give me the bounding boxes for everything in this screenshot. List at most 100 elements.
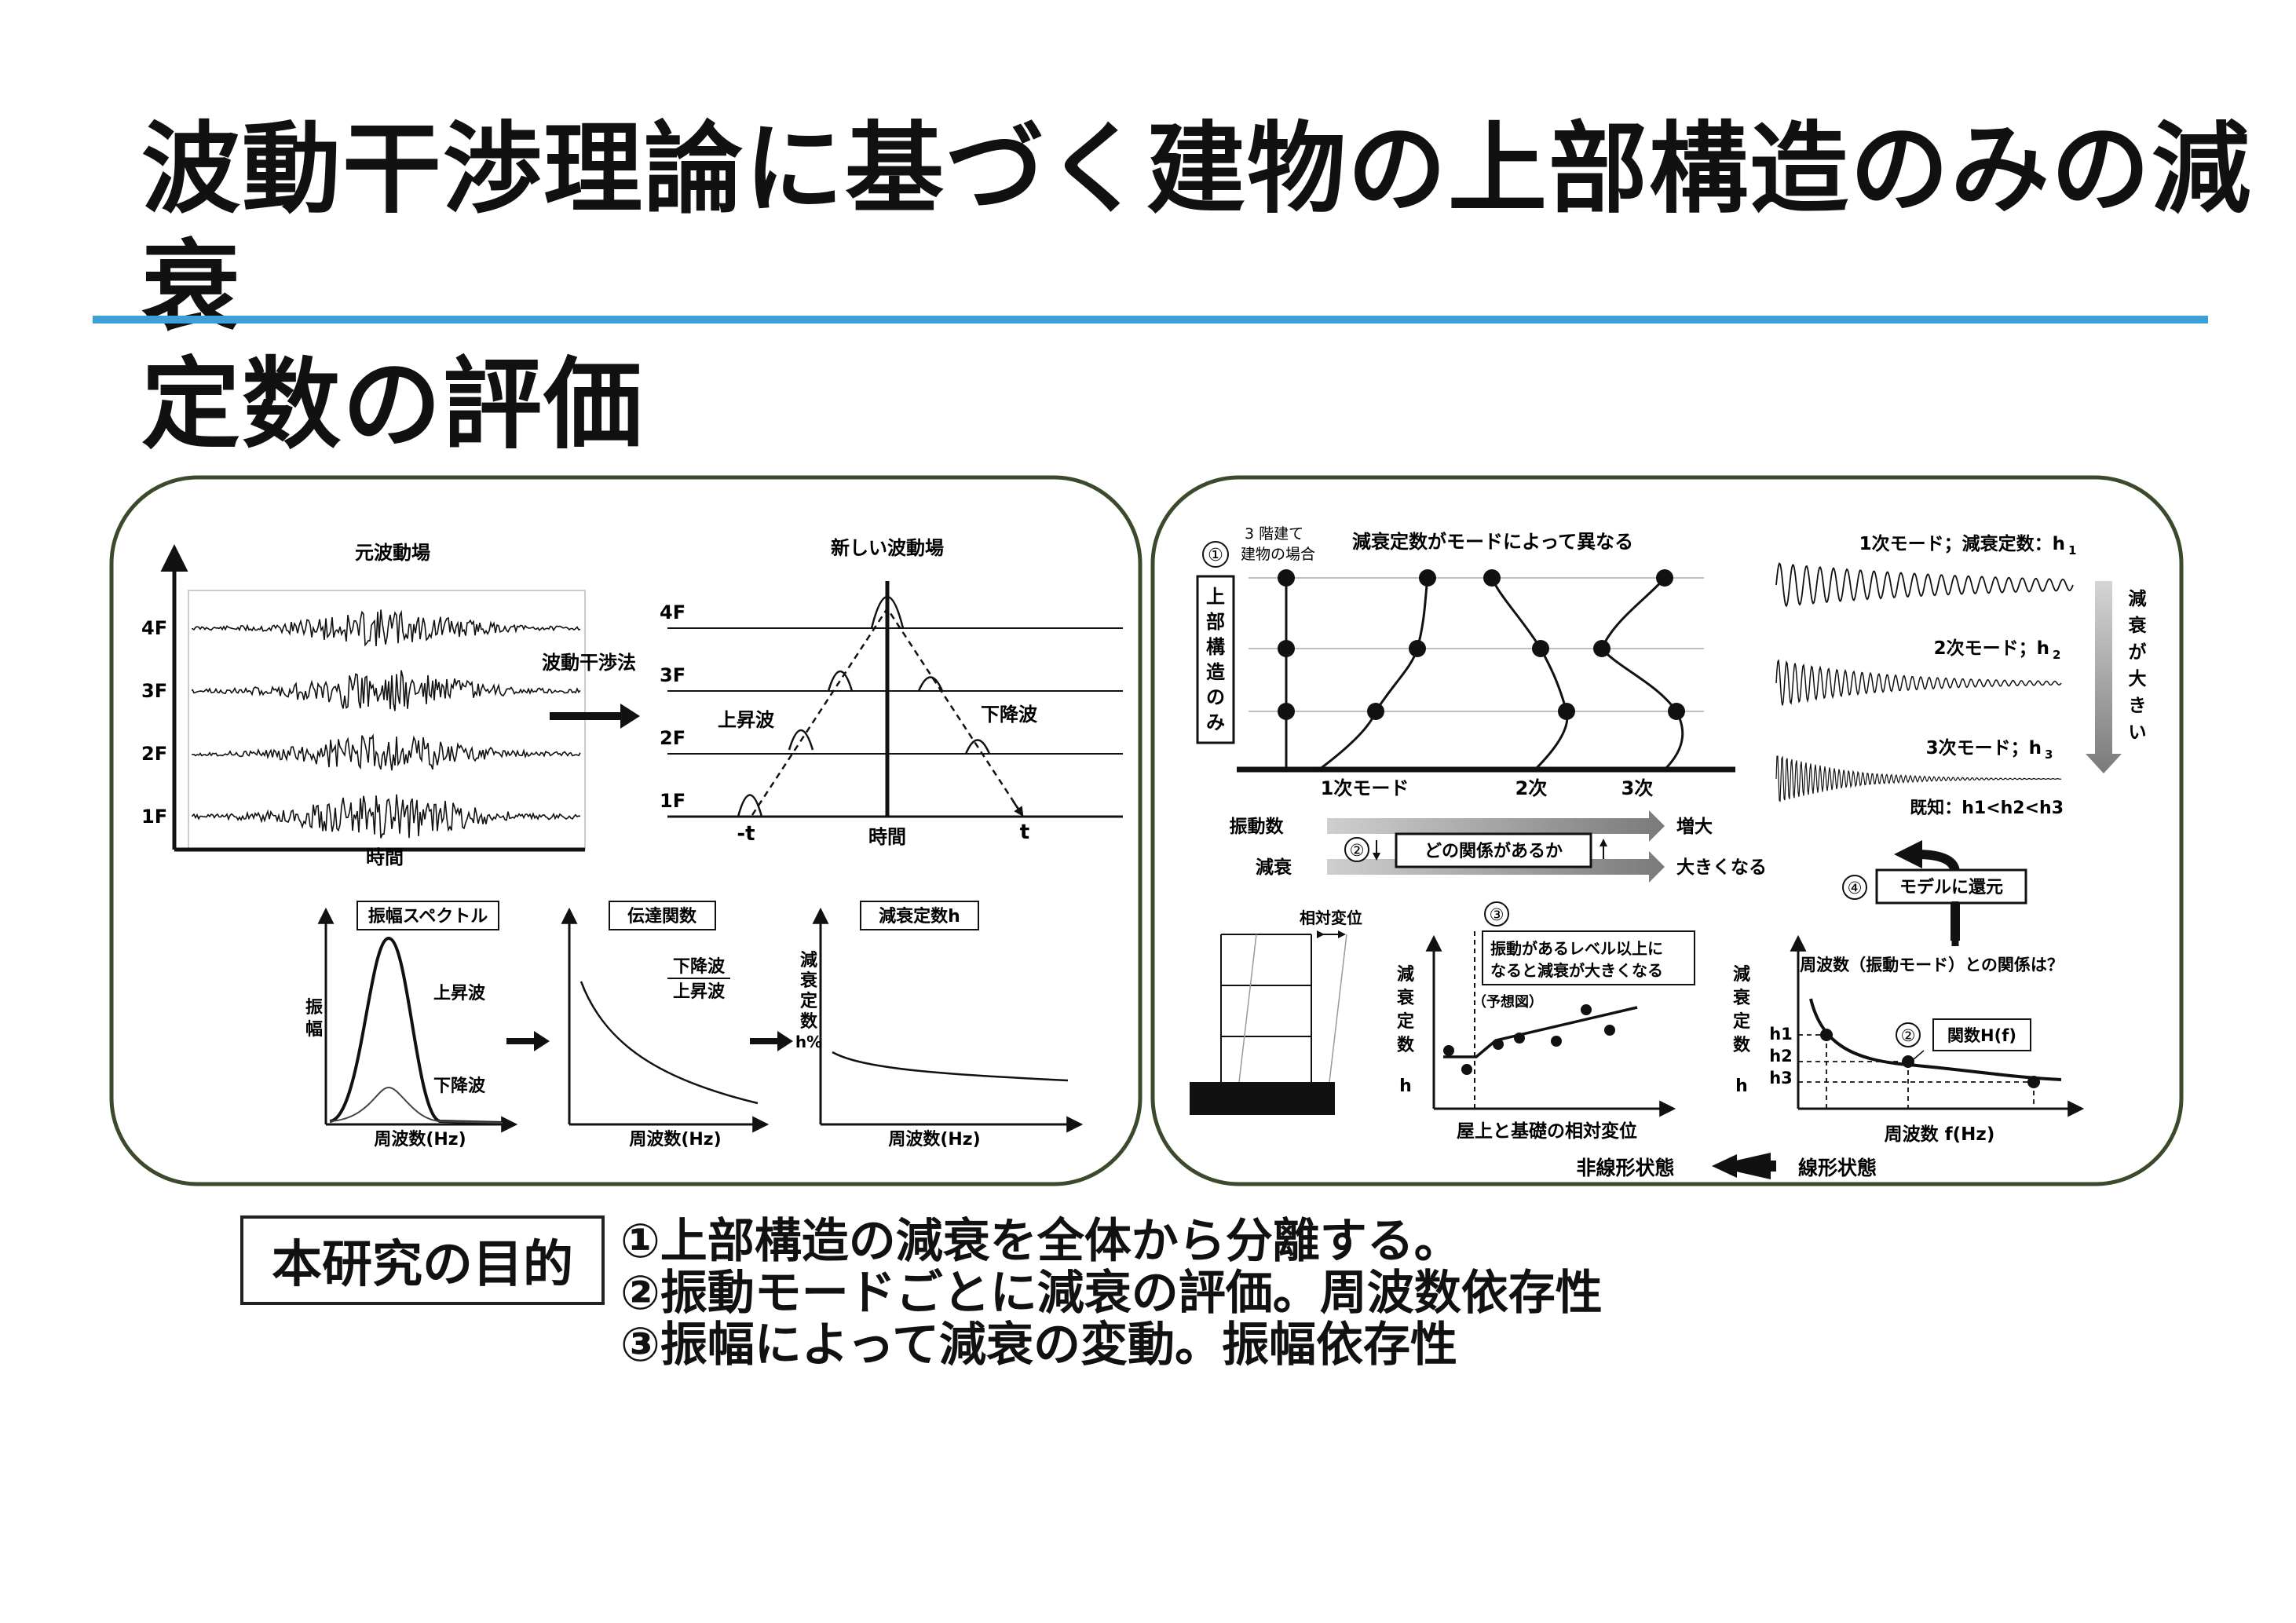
wave3-label: 3次モード；h [1926,737,2042,758]
h3-tick: h3 [1769,1069,1793,1087]
damp-ylabel-3: 定 [800,991,817,1011]
upgoing-spectrum-curve [329,936,503,1124]
damp-ylabel-5: h% [795,1033,822,1051]
amplitude-spectrum-plot: 振幅スペクトル 振 幅 上昇波 下降波 周波数(Hz) [305,901,518,1150]
spectrum-up-label: 上昇波 [433,984,486,1003]
known-relation: 既知：h1<h2<h3 [1910,798,2064,818]
damping-constant-plot: 減衰定数h 減 衰 定 数 h% 周波数(Hz) [795,901,1084,1150]
mode3-label: 3次 [1621,777,1654,799]
transfer-function-plot: 伝達関数 下降波 上昇波 周波数(Hz) [561,901,770,1150]
damping-curve [832,1051,1069,1082]
new-floor-4f: 4F [660,601,686,623]
h2-tick: h2 [1769,1047,1793,1066]
transfer-title-box [609,901,716,930]
amp-trend-line [1443,1006,1638,1058]
floor-label-4f: 4F [141,617,167,639]
amp-note-1: 振動があるレベル以上に [1490,939,1663,958]
three-story-1: 3 階建て [1245,525,1303,543]
func-label: 関数H(f) [1947,1026,2016,1045]
original-wave-field: 元波動場 4F 3F 2F 1F 時間 [141,542,586,868]
super-3: 構 [1206,636,1225,658]
seismogram-2f [192,733,581,771]
mode3-shape [1600,577,1684,771]
mode1-label: 1次モード [1321,777,1409,799]
amplitude-dependence-plot: ③ 減 衰 定 数 h 振動があるレベル以上に なると減衰が大きくなる （予想図… [1396,901,1695,1142]
h1-tick: h1 [1769,1025,1793,1044]
forecast-label: （予想図） [1472,993,1543,1011]
damping-larger-arrow [2086,581,2122,773]
seismogram-1f [192,794,581,839]
goal-3: ③振幅によって減衰の変動。振幅依存性 [620,1318,1457,1373]
step2-number: ② [1350,841,1365,860]
goal-1: ①上部構造の減衰を全体から分離する。 [620,1214,1461,1269]
arrow-transfer-to-damping [750,1031,793,1051]
left-panel-border [109,475,1143,1186]
larger-2: 衰 [2128,615,2148,636]
original-field-title: 元波動場 [355,542,430,564]
super-2: 部 [1206,611,1225,633]
wave3-subscript: 3 [2045,748,2053,762]
new-floor-1f: 1F [660,790,686,812]
hlabel-a-3: 定 [1397,1011,1414,1032]
transfer-curve [579,981,759,1105]
pulse-down-3f [917,676,944,692]
step2-circle [1344,837,1369,862]
wave-mode2 [1775,659,2062,706]
seismogram-3f [192,670,581,711]
hlabel-b-1: 減 [1733,965,1750,985]
mode2-label: 2次 [1515,777,1548,799]
title-underline [93,316,2208,324]
super-4: 造 [1206,661,1225,683]
spectrum-title-box [356,901,499,930]
new-floor-2f: 2F [660,727,686,749]
relative-disp-label: 相対変位 [1300,908,1362,927]
upgoing-label: 上昇波 [718,709,775,731]
hlabel-a-2: 衰 [1396,988,1415,1008]
step2b-circle [1896,1022,1921,1047]
larger-5: き [2129,696,2147,716]
hlabel-b-5: h [1735,1077,1748,1096]
ratio-denominator: 上昇波 [673,982,726,1002]
t-label: t [1020,821,1029,844]
hlabel-b-3: 定 [1733,1011,1750,1032]
frame-diagram: 相対変位 [1190,908,1362,1115]
step3-number: ③ [1490,905,1504,924]
freq-question: 周波数（振動モード）との関係は？ [1800,956,2064,974]
larger-6: い [2129,722,2147,743]
super-6: み [1206,711,1225,733]
step1-number: ① [1208,546,1223,565]
state-row: 非線形状態 線形状態 [1576,1153,1877,1179]
increase-label: 増大 [1676,816,1713,837]
mode1-shape [1318,577,1429,771]
pulse-1f [737,794,763,817]
step2b-number: ② [1901,1026,1916,1045]
frequency-dependence-plot: 周波数（振動モード）との関係は？ 減 衰 定 数 h h1 h2 h3 ② 関数… [1732,901,2085,1145]
title-line-2: 定数の評価 [141,346,644,462]
amp-note-2: なると減衰が大きくなる [1490,961,1663,980]
right-panel-border [1150,475,2184,1186]
spectrum-title: 振幅スペクトル [368,907,488,927]
downgoing-spectrum-curve [329,1086,503,1124]
step4-number: ④ [1848,879,1863,897]
spectrum-xlabel: 周波数(Hz) [374,1129,466,1150]
damping-xlabel: 周波数(Hz) [888,1129,980,1150]
damp-ylabel-2: 衰 [799,971,818,991]
freq-xlabel: 周波数 f(Hz) [1885,1124,1995,1145]
larger-3: が [2129,642,2147,663]
frequency-label: 振動数 [1230,816,1285,837]
page-title: 波動干渉理論に基づく建物の上部構造のみの減衰 定数の評価 [141,110,2296,463]
wave2-label: 2次モード；h [1934,638,2049,659]
new-field-title: 新しい波動場 [831,537,944,559]
super-5: の [1206,686,1225,708]
mode-shapes: ① 3 階建て 建物の場合 減衰定数がモードによって異なる 上 部 構 造 の … [1196,525,1735,799]
damp-ylabel-1: 減 [800,951,817,971]
pulse-2f [788,729,814,751]
step1-circle [1202,541,1229,568]
time-label-right: 時間 [868,826,906,848]
left-panel: 元波動場 4F 3F 2F 1F 時間 波動干渉法 新しい波動場 4F 3F 2… [109,475,1143,1186]
hlabel-a-1: 減 [1397,965,1414,985]
foundation [1190,1082,1335,1115]
amp-ylabel-1: 振 [305,998,323,1018]
new-floor-3f: 3F [660,664,686,686]
wave-path-dashed [751,606,1022,816]
